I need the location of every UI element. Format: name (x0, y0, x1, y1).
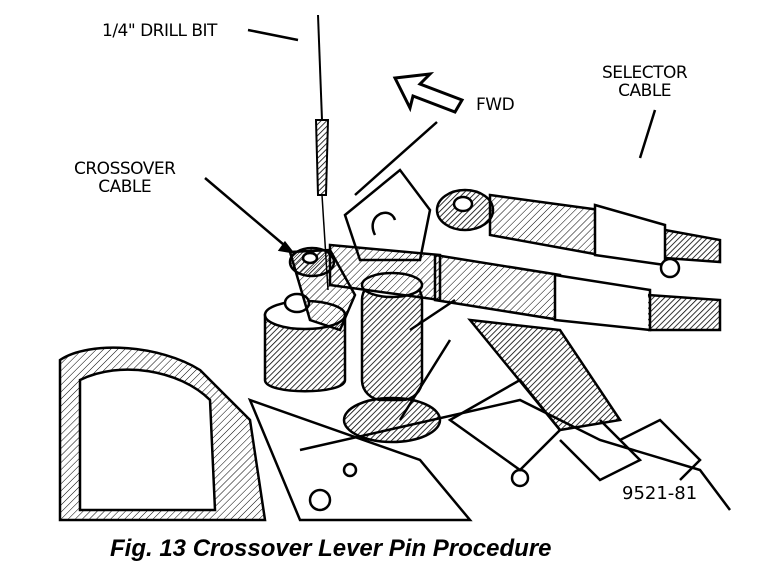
forward-label: FWD (476, 95, 515, 115)
selector-cable (435, 188, 722, 267)
housing (58, 346, 731, 522)
crossover-line2: CABLE (98, 177, 152, 197)
pin-pedestal (263, 292, 347, 393)
forward-arrow (392, 72, 465, 114)
crossover-lever-pin (342, 271, 456, 444)
leader-lines (204, 28, 657, 254)
forward-text: FWD (476, 95, 515, 115)
crossover-cable-label: CROSSOVER CABLE (74, 159, 176, 197)
figure-caption: Fig. 13 Crossover Lever Pin Procedure (110, 535, 552, 562)
selector-cable-label: SELECTOR CABLE (602, 63, 688, 101)
figure-number: 9521-81 (622, 483, 698, 504)
drill-bit-label: 1/4" DRILL BIT (102, 22, 217, 40)
selector-line1: SELECTOR (602, 63, 688, 83)
drill-bit-text: 1/4" DRILL BIT (102, 21, 217, 41)
crossover-cable (328, 243, 722, 432)
selector-line2: CABLE (618, 81, 672, 101)
crossover-line1: CROSSOVER (74, 159, 176, 179)
drill-bit (314, 14, 330, 291)
